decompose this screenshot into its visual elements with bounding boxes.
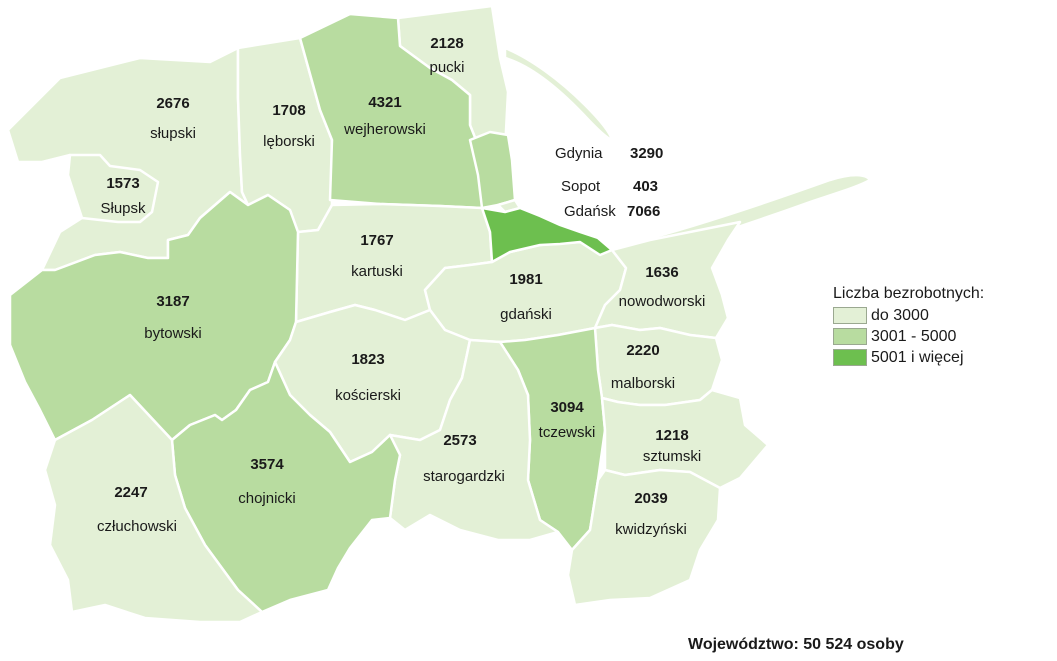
label-value-bytowski: 3187 [156,293,189,310]
region-labels: 2128 pucki 2676 słupski 1708 lęborski 43… [97,35,705,538]
label-name-gdansk: Gdańsk [564,203,616,220]
label-name-bytowski: bytowski [144,325,202,342]
legend-item-high: 5001 i więcej [833,347,984,368]
label-value-kwidzynski: 2039 [634,490,667,507]
legend-swatch-high [833,349,867,366]
city-gdansk [480,206,614,264]
label-name-kwidzynski: kwidzyński [615,521,687,538]
label-name-sopot: Sopot [561,178,601,195]
label-value-slupsk: 1573 [106,175,139,192]
label-value-tczewski: 3094 [550,399,584,416]
legend-label-mid: 3001 - 5000 [871,327,957,345]
label-name-slupski: słupski [150,125,196,142]
label-name-tczewski: tczewski [539,424,596,441]
label-name-malborski: malborski [611,375,675,392]
label-value-gdansk: 7066 [627,203,660,220]
legend-title: Liczba bezrobotnych: [833,285,985,302]
label-value-slupski: 2676 [156,95,189,112]
region-czluchowski [43,393,264,624]
label-value-kartuski: 1767 [360,232,393,249]
region-slupsk [66,153,160,224]
label-name-gdynia: Gdynia [555,145,603,162]
label-value-sopot: 403 [633,178,658,195]
city-labels: Gdynia 3290 Sopot 403 Gdańsk 7066 [555,145,663,220]
legend-item-mid: 3001 - 5000 [833,326,984,347]
label-name-wejherowski: wejherowski [343,121,426,138]
legend-swatch-low [833,307,867,324]
legend-label-low: do 3000 [871,306,929,324]
legend-label-high: 5001 i więcej [871,348,964,366]
label-name-gdanski: gdański [500,306,552,323]
label-value-wejherowski: 4321 [368,94,401,111]
label-name-kartuski: kartuski [351,263,403,280]
label-name-pucki: pucki [429,59,464,76]
region-malborski [593,323,724,407]
label-value-gdynia: 3290 [630,145,663,162]
hel-peninsula [503,46,614,142]
label-value-gdanski: 1981 [509,271,542,288]
label-value-leborski: 1708 [272,102,305,119]
label-name-koscierski: kościerski [335,387,401,404]
label-name-slupsk: Słupsk [100,200,146,217]
map-legend: Liczba bezrobotnych: do 3000 3001 - 5000… [833,285,984,368]
label-value-chojnicki: 3574 [250,456,284,473]
legend-item-low: do 3000 [833,305,984,326]
label-name-czluchowski: człuchowski [97,518,177,535]
label-value-sztumski: 1218 [655,427,688,444]
region-starogardzki [388,338,560,542]
label-value-czluchowski: 2247 [114,484,147,501]
label-value-starogardzki: 2573 [443,432,476,449]
label-value-malborski: 2220 [626,342,659,359]
label-value-pucki: 2128 [430,35,463,52]
label-value-koscierski: 1823 [351,351,384,368]
label-name-leborski: lęborski [263,133,315,150]
voivodeship-total: Województwo: 50 524 osoby [688,636,904,653]
label-name-starogardzki: starogardzki [423,468,505,485]
label-value-nowodworski: 1636 [645,264,678,281]
label-name-nowodworski: nowodworski [619,293,706,310]
legend-swatch-mid [833,328,867,345]
label-name-sztumski: sztumski [643,448,701,465]
region-kwidzynski [566,468,722,607]
label-name-chojnicki: chojnicki [238,490,296,507]
